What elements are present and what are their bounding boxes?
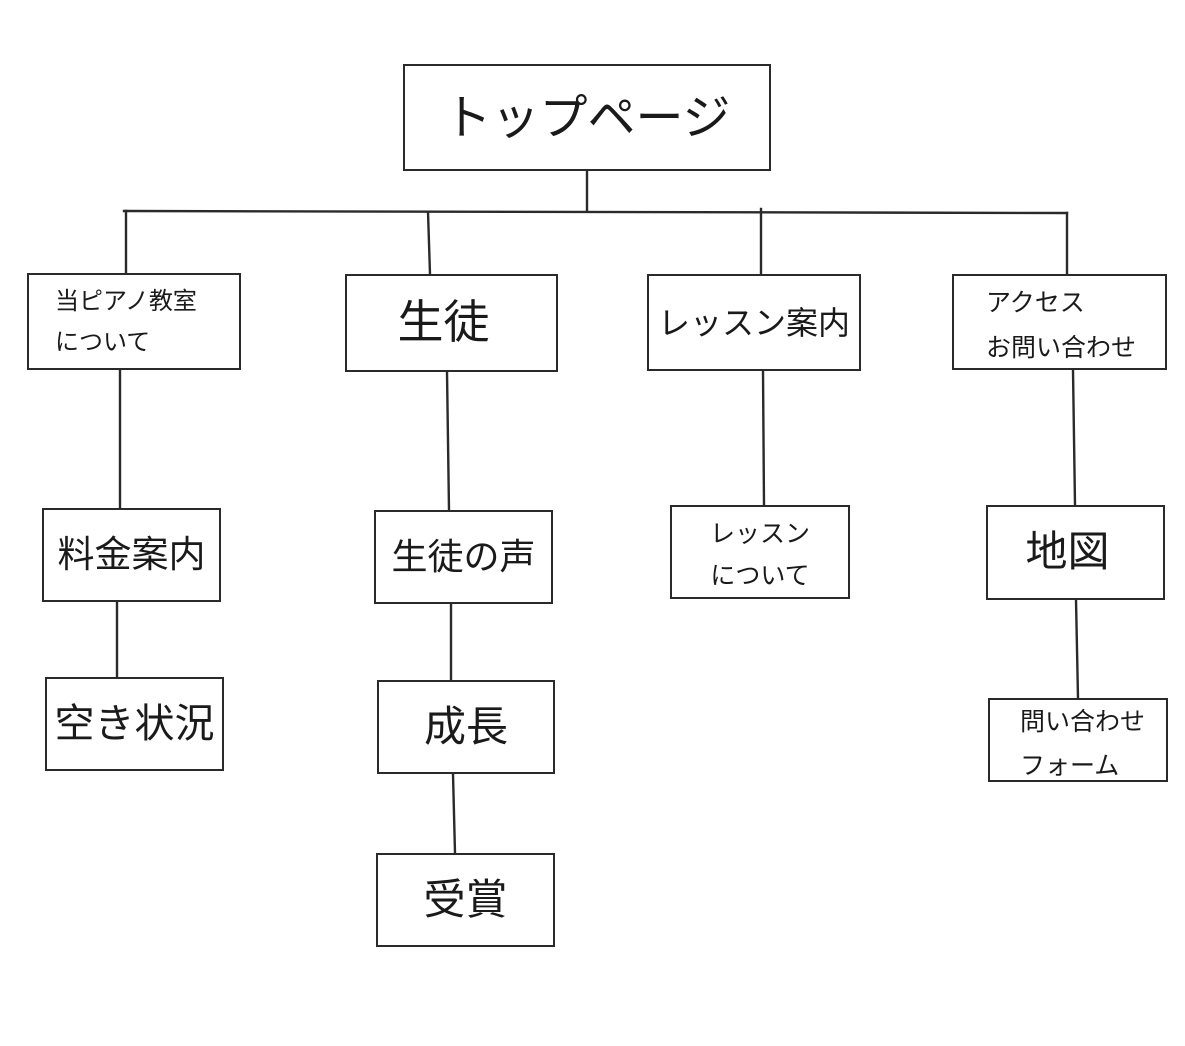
node-fee-guide-label: 料金案内 [57,532,206,576]
node-top-page-label: トップページ [443,89,731,146]
node-about-school-label-line1: 当ピアノ教室 [55,287,197,315]
connector-lesson-lessonabout [761,369,766,507]
node-awards-label: 受賞 [423,874,508,924]
node-lesson-guide-label: レッスン案内 [657,303,850,342]
node-map-label: 地図 [1025,527,1110,577]
node-access-contact: アクセス お問い合わせ [952,274,1167,370]
node-growth: 成長 [377,680,555,774]
node-availability-label: 空き状況 [54,701,215,747]
node-student-voices-label: 生徒の声 [391,536,536,578]
node-map: 地図 [986,505,1165,600]
connector-map-form [1074,598,1080,700]
connector-to-student [426,210,432,276]
node-about-school: 当ピアノ教室 について [27,273,241,370]
connector-student-voice [445,370,451,512]
node-about-lessons-label-line2: について [710,561,810,590]
node-contact-form: 問い合わせ フォーム [988,698,1168,782]
node-contact-form-label-line1: 問い合わせ [1020,707,1146,736]
node-contact-form-label-line2: フォーム [1020,750,1120,780]
node-students-label: 生徒 [397,295,490,350]
node-about-school-label-line2: について [55,327,151,356]
node-availability: 空き状況 [45,677,224,771]
connector-growth-award [451,772,457,855]
node-student-voices: 生徒の声 [374,510,553,604]
node-students: 生徒 [345,274,558,372]
node-fee-guide: 料金案内 [42,508,221,602]
node-about-lessons-label-line1: レッスン [709,518,810,548]
node-top-page: トップページ [403,64,771,171]
node-growth-label: 成長 [423,701,508,751]
connector-access-map [1071,368,1077,507]
node-access-contact-label-line2: お問い合わせ [986,333,1137,362]
node-about-lessons: レッスン について [670,505,850,599]
node-awards: 受賞 [376,853,555,947]
node-lesson-guide: レッスン案内 [647,274,861,371]
node-access-contact-label-line1: アクセス [986,288,1085,317]
connector-horizontal-bus [122,209,1069,215]
